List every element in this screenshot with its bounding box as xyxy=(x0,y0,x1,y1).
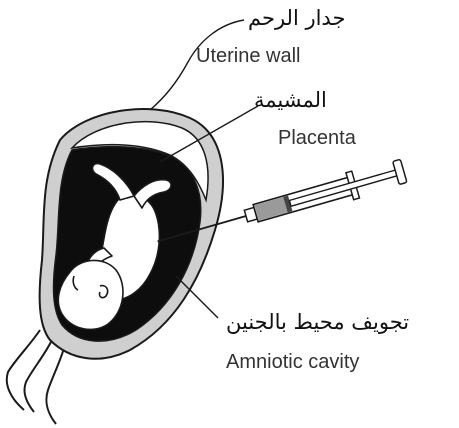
label-amniotic-cavity-english: Amniotic cavity xyxy=(226,352,359,372)
label-amniotic-cavity-arabic: تجويف محيط بالجنين xyxy=(226,312,409,333)
label-uterine-wall-arabic: جدار الرحم xyxy=(248,8,345,29)
syringe-plunger-rod xyxy=(289,170,398,207)
label-uterine-wall-english: Uterine wall xyxy=(196,46,300,66)
syringe-fluid xyxy=(254,197,287,221)
label-placenta-english: Placenta xyxy=(278,128,356,148)
label-placenta-arabic: المشيمة xyxy=(254,90,327,111)
